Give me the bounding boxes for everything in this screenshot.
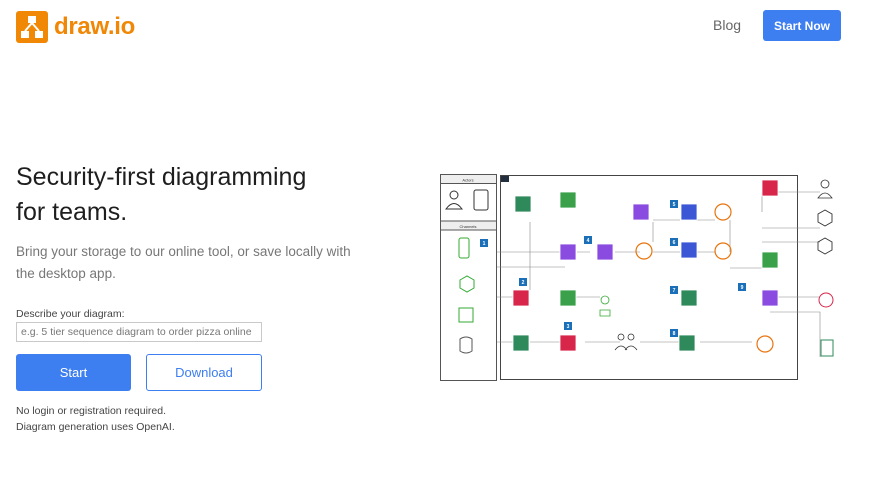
title-line-2: for teams. <box>16 198 128 226</box>
nav-blog-link[interactable]: Blog <box>713 17 742 33</box>
svg-text:8: 8 <box>673 331 676 337</box>
panel-actors-label: Actors <box>462 178 473 183</box>
hero-subtitle: Bring your storage to our online tool, o… <box>16 244 351 281</box>
svg-text:6: 6 <box>673 240 676 246</box>
svg-text:3: 3 <box>567 324 570 330</box>
panel-channels-label: Channels <box>460 224 477 229</box>
start-now-button[interactable]: Start Now <box>763 10 841 41</box>
svg-text:9: 9 <box>741 285 744 291</box>
svg-text:7: 7 <box>673 288 676 294</box>
page-title: Security-first diagramming for teams. <box>16 160 376 230</box>
title-line-1: Security-first diagramming <box>16 163 307 191</box>
logo-text: draw.io <box>54 13 136 40</box>
svg-text:5: 5 <box>673 202 676 208</box>
svg-text:4: 4 <box>587 238 590 244</box>
logo[interactable]: draw.io <box>16 11 135 43</box>
no-login-note: No login or registration required. <box>16 405 166 417</box>
download-button[interactable]: Download <box>146 354 262 391</box>
svg-text:1: 1 <box>483 241 486 247</box>
start-button[interactable]: Start <box>16 354 131 391</box>
describe-label: Describe your diagram: <box>16 308 125 320</box>
svg-text:2: 2 <box>522 280 525 286</box>
example-architecture-diagram: Actors Channels <box>440 172 842 382</box>
site-header: draw.io Blog Start Now <box>0 0 888 50</box>
openai-note: Diagram generation uses OpenAI. <box>16 421 175 433</box>
describe-diagram-input[interactable] <box>16 322 262 342</box>
drawio-logo-icon <box>16 11 48 43</box>
